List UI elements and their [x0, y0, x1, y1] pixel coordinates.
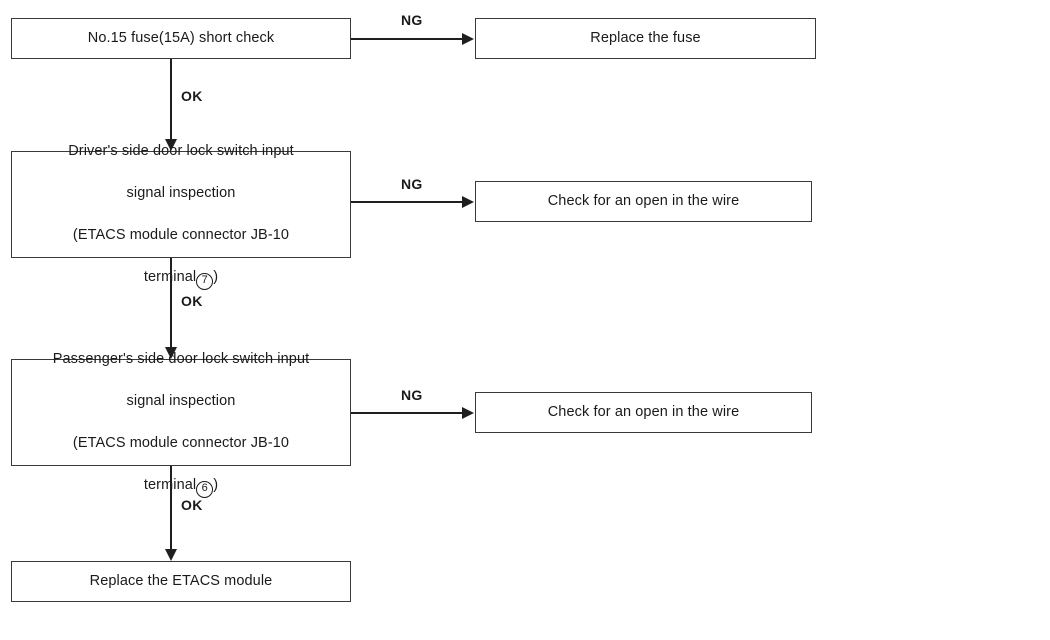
- edge-line-ok-2: [170, 258, 172, 349]
- driver-check-line-1: Driver's side door lock switch input: [68, 142, 294, 159]
- circled-terminal-number-6: 6: [196, 480, 214, 498]
- node-fuse-short-check-label: No.15 fuse(15A) short check: [87, 30, 275, 46]
- arrow-down-icon-ok-2: [165, 347, 177, 359]
- edge-label-ng-2: NG: [401, 176, 423, 192]
- passenger-check-line-2: signal inspection: [126, 392, 236, 409]
- node-passenger-side-door-lock-switch-inspection: Passenger's side door lock switch input …: [11, 351, 351, 498]
- circled-terminal-number-7: 7: [196, 272, 214, 290]
- passenger-check-line-1: Passenger's side door lock switch input: [52, 350, 310, 367]
- edge-line-ok-1: [170, 59, 172, 141]
- passenger-check-line-4-prefix: terminal: [144, 477, 196, 493]
- edge-line-ng-2: [351, 201, 464, 203]
- driver-check-line-4-prefix: terminal: [144, 269, 196, 285]
- arrow-right-icon-ng-1: [462, 33, 474, 45]
- driver-check-line-2: signal inspection: [126, 184, 236, 201]
- node-check-open-in-wire-1: Check for an open in the wire: [475, 181, 812, 222]
- arrow-right-icon-ng-3: [462, 407, 474, 419]
- node-check-open-in-wire-1-label: Check for an open in the wire: [547, 193, 740, 209]
- node-check-open-in-wire-2-label: Check for an open in the wire: [547, 404, 740, 420]
- node-check-open-in-wire-2: Check for an open in the wire: [475, 392, 812, 433]
- passenger-check-line-4-suffix: ): [213, 476, 219, 493]
- node-driver-side-door-lock-switch-inspection-label: Driver's side door lock switch input sig…: [60, 120, 302, 290]
- edge-label-ok-2: OK: [181, 293, 203, 309]
- node-passenger-side-door-lock-switch-inspection-label: Passenger's side door lock switch input …: [45, 328, 318, 498]
- arrow-down-icon-ok-1: [165, 139, 177, 151]
- driver-check-line-3: (ETACS module connector JB-10: [72, 226, 290, 243]
- edge-label-ng-3: NG: [401, 387, 423, 403]
- edge-label-ng-1: NG: [401, 12, 423, 28]
- edge-line-ok-3: [170, 466, 172, 551]
- node-driver-side-door-lock-switch-inspection: Driver's side door lock switch input sig…: [11, 143, 351, 290]
- driver-check-line-4-suffix: ): [213, 268, 219, 285]
- node-replace-etacs-module: Replace the ETACS module: [11, 561, 351, 602]
- arrow-down-icon-ok-3: [165, 549, 177, 561]
- edge-line-ng-1: [351, 38, 464, 40]
- node-replace-the-fuse-label: Replace the fuse: [590, 30, 701, 46]
- arrow-right-icon-ng-2: [462, 196, 474, 208]
- passenger-check-line-3: (ETACS module connector JB-10: [72, 434, 290, 451]
- edge-line-ng-3: [351, 412, 464, 414]
- edge-label-ok-3: OK: [181, 497, 203, 513]
- node-fuse-short-check: No.15 fuse(15A) short check: [11, 18, 351, 59]
- edge-label-ok-1: OK: [181, 88, 203, 104]
- node-replace-etacs-module-label: Replace the ETACS module: [89, 573, 273, 589]
- node-replace-the-fuse: Replace the fuse: [475, 18, 816, 59]
